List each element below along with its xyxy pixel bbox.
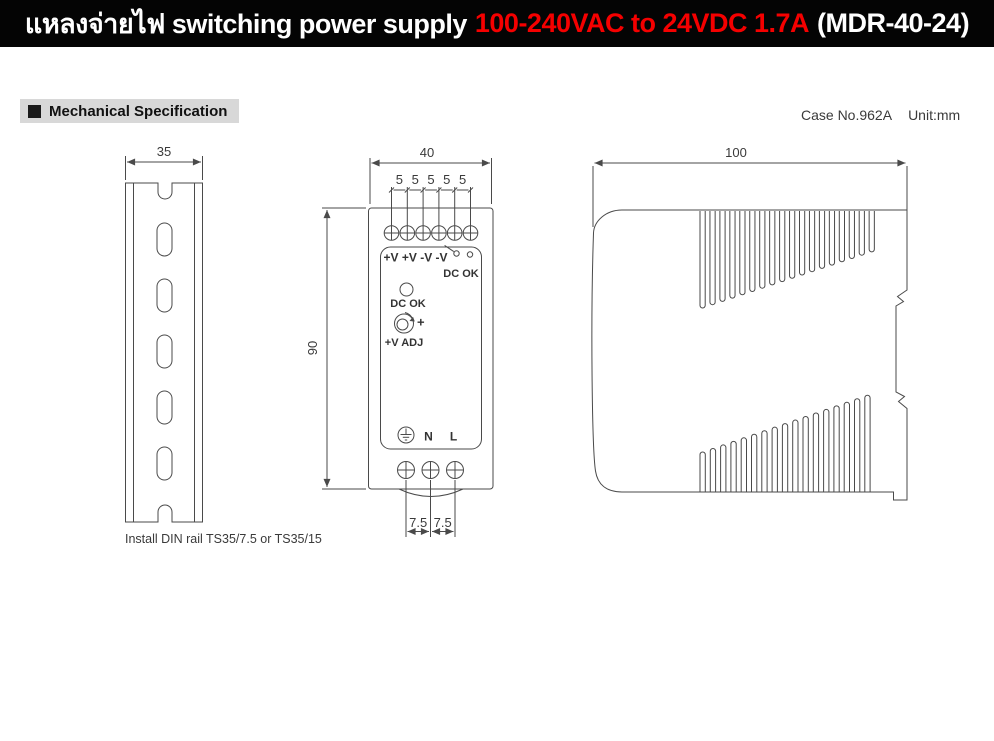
terminal-labels: +V +V -V -V (384, 251, 448, 265)
dim-text-35: 35 (157, 144, 171, 159)
adj-label: +V ADJ (385, 337, 423, 349)
side-view-drawing: 100 (591, 145, 908, 501)
dim-text-7-5-right: 7.5 (434, 515, 452, 530)
case-meta: Case No.962A Unit:mm (801, 107, 969, 123)
unit-label: Unit:mm (908, 107, 961, 123)
dim-text-90: 90 (305, 341, 320, 355)
section-title: Mechanical Specification (49, 102, 228, 120)
dc-ok-relay-icon (444, 244, 474, 258)
svg-text:5: 5 (396, 172, 403, 187)
front-panel-outline (380, 246, 482, 450)
neutral-label: N (424, 430, 433, 444)
title-banner: แหลงจ่ายไฟ switching power supply 100-24… (0, 0, 994, 47)
din-rail-drawing: 35 Install DIN rail TS35/7.5 or TS35/15 (125, 144, 322, 546)
svg-text:5: 5 (412, 172, 419, 187)
side-view-fins-top (699, 211, 875, 309)
svg-text:5: 5 (459, 172, 466, 187)
adj-plus: + (417, 315, 425, 330)
svg-text:5: 5 (443, 172, 450, 187)
input-terminal-screws (397, 461, 464, 479)
pitch-dim-labels: 5 5 5 5 5 (396, 172, 466, 187)
dim-text-40: 40 (420, 145, 434, 160)
side-view-fins-bottom (699, 394, 871, 492)
dim-text-100: 100 (725, 145, 747, 160)
led-label: DC OK (390, 298, 426, 310)
relay-label: DC OK (443, 268, 479, 280)
din-rail-outline (125, 182, 203, 523)
voltage-adjust-icon (394, 312, 415, 334)
output-terminal-screws (383, 225, 479, 241)
section-bullet-icon (28, 104, 41, 118)
bottom-dim-geometry (405, 480, 456, 537)
din-rail-caption: Install DIN rail TS35/7.5 or TS35/15 (125, 532, 322, 546)
dc-ok-led-icon (399, 282, 414, 297)
din-rail-slots (156, 222, 173, 481)
banner-text-left: แหลงจ่ายไฟ switching power supply (24, 9, 467, 39)
banner-text-right: (MDR-40-24) (817, 8, 970, 38)
front-view-drawing: 40 90 5 5 5 5 5 +V +V -V -V DC OK DC OK (305, 145, 494, 537)
case-number: Case No.962A (801, 107, 893, 123)
section-header: Mechanical Specification (20, 99, 240, 123)
earth-ground-icon (397, 426, 415, 444)
line-label: L (450, 430, 457, 444)
svg-text:5: 5 (427, 172, 434, 187)
dim-text-7-5-left: 7.5 (409, 515, 427, 530)
pitch-dim-geometry (388, 187, 474, 226)
side-case-outline (591, 209, 908, 501)
banner-text-highlight: 100-240VAC to 24VDC 1.7A (474, 8, 810, 38)
